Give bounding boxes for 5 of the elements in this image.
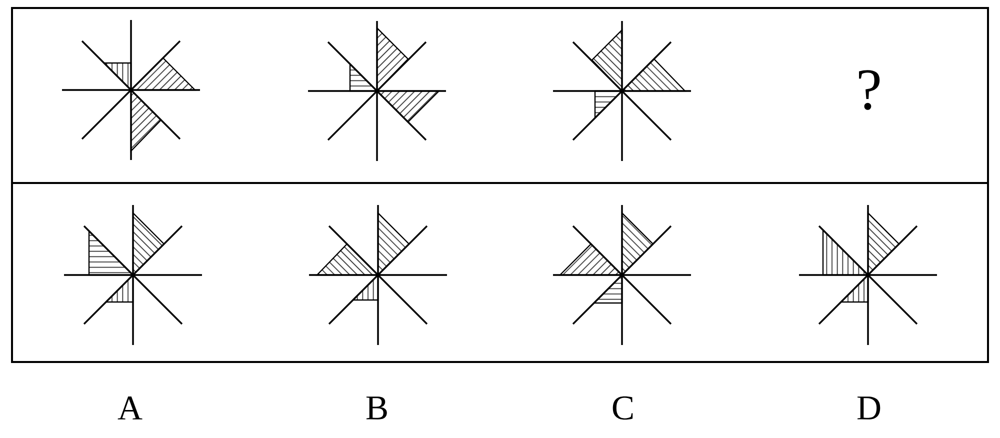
option-letter: B [366,396,387,420]
option-letter: A [118,396,142,420]
question-mark: ? [859,70,880,110]
option-letter: C [612,396,633,420]
option-letter: D [857,396,880,420]
